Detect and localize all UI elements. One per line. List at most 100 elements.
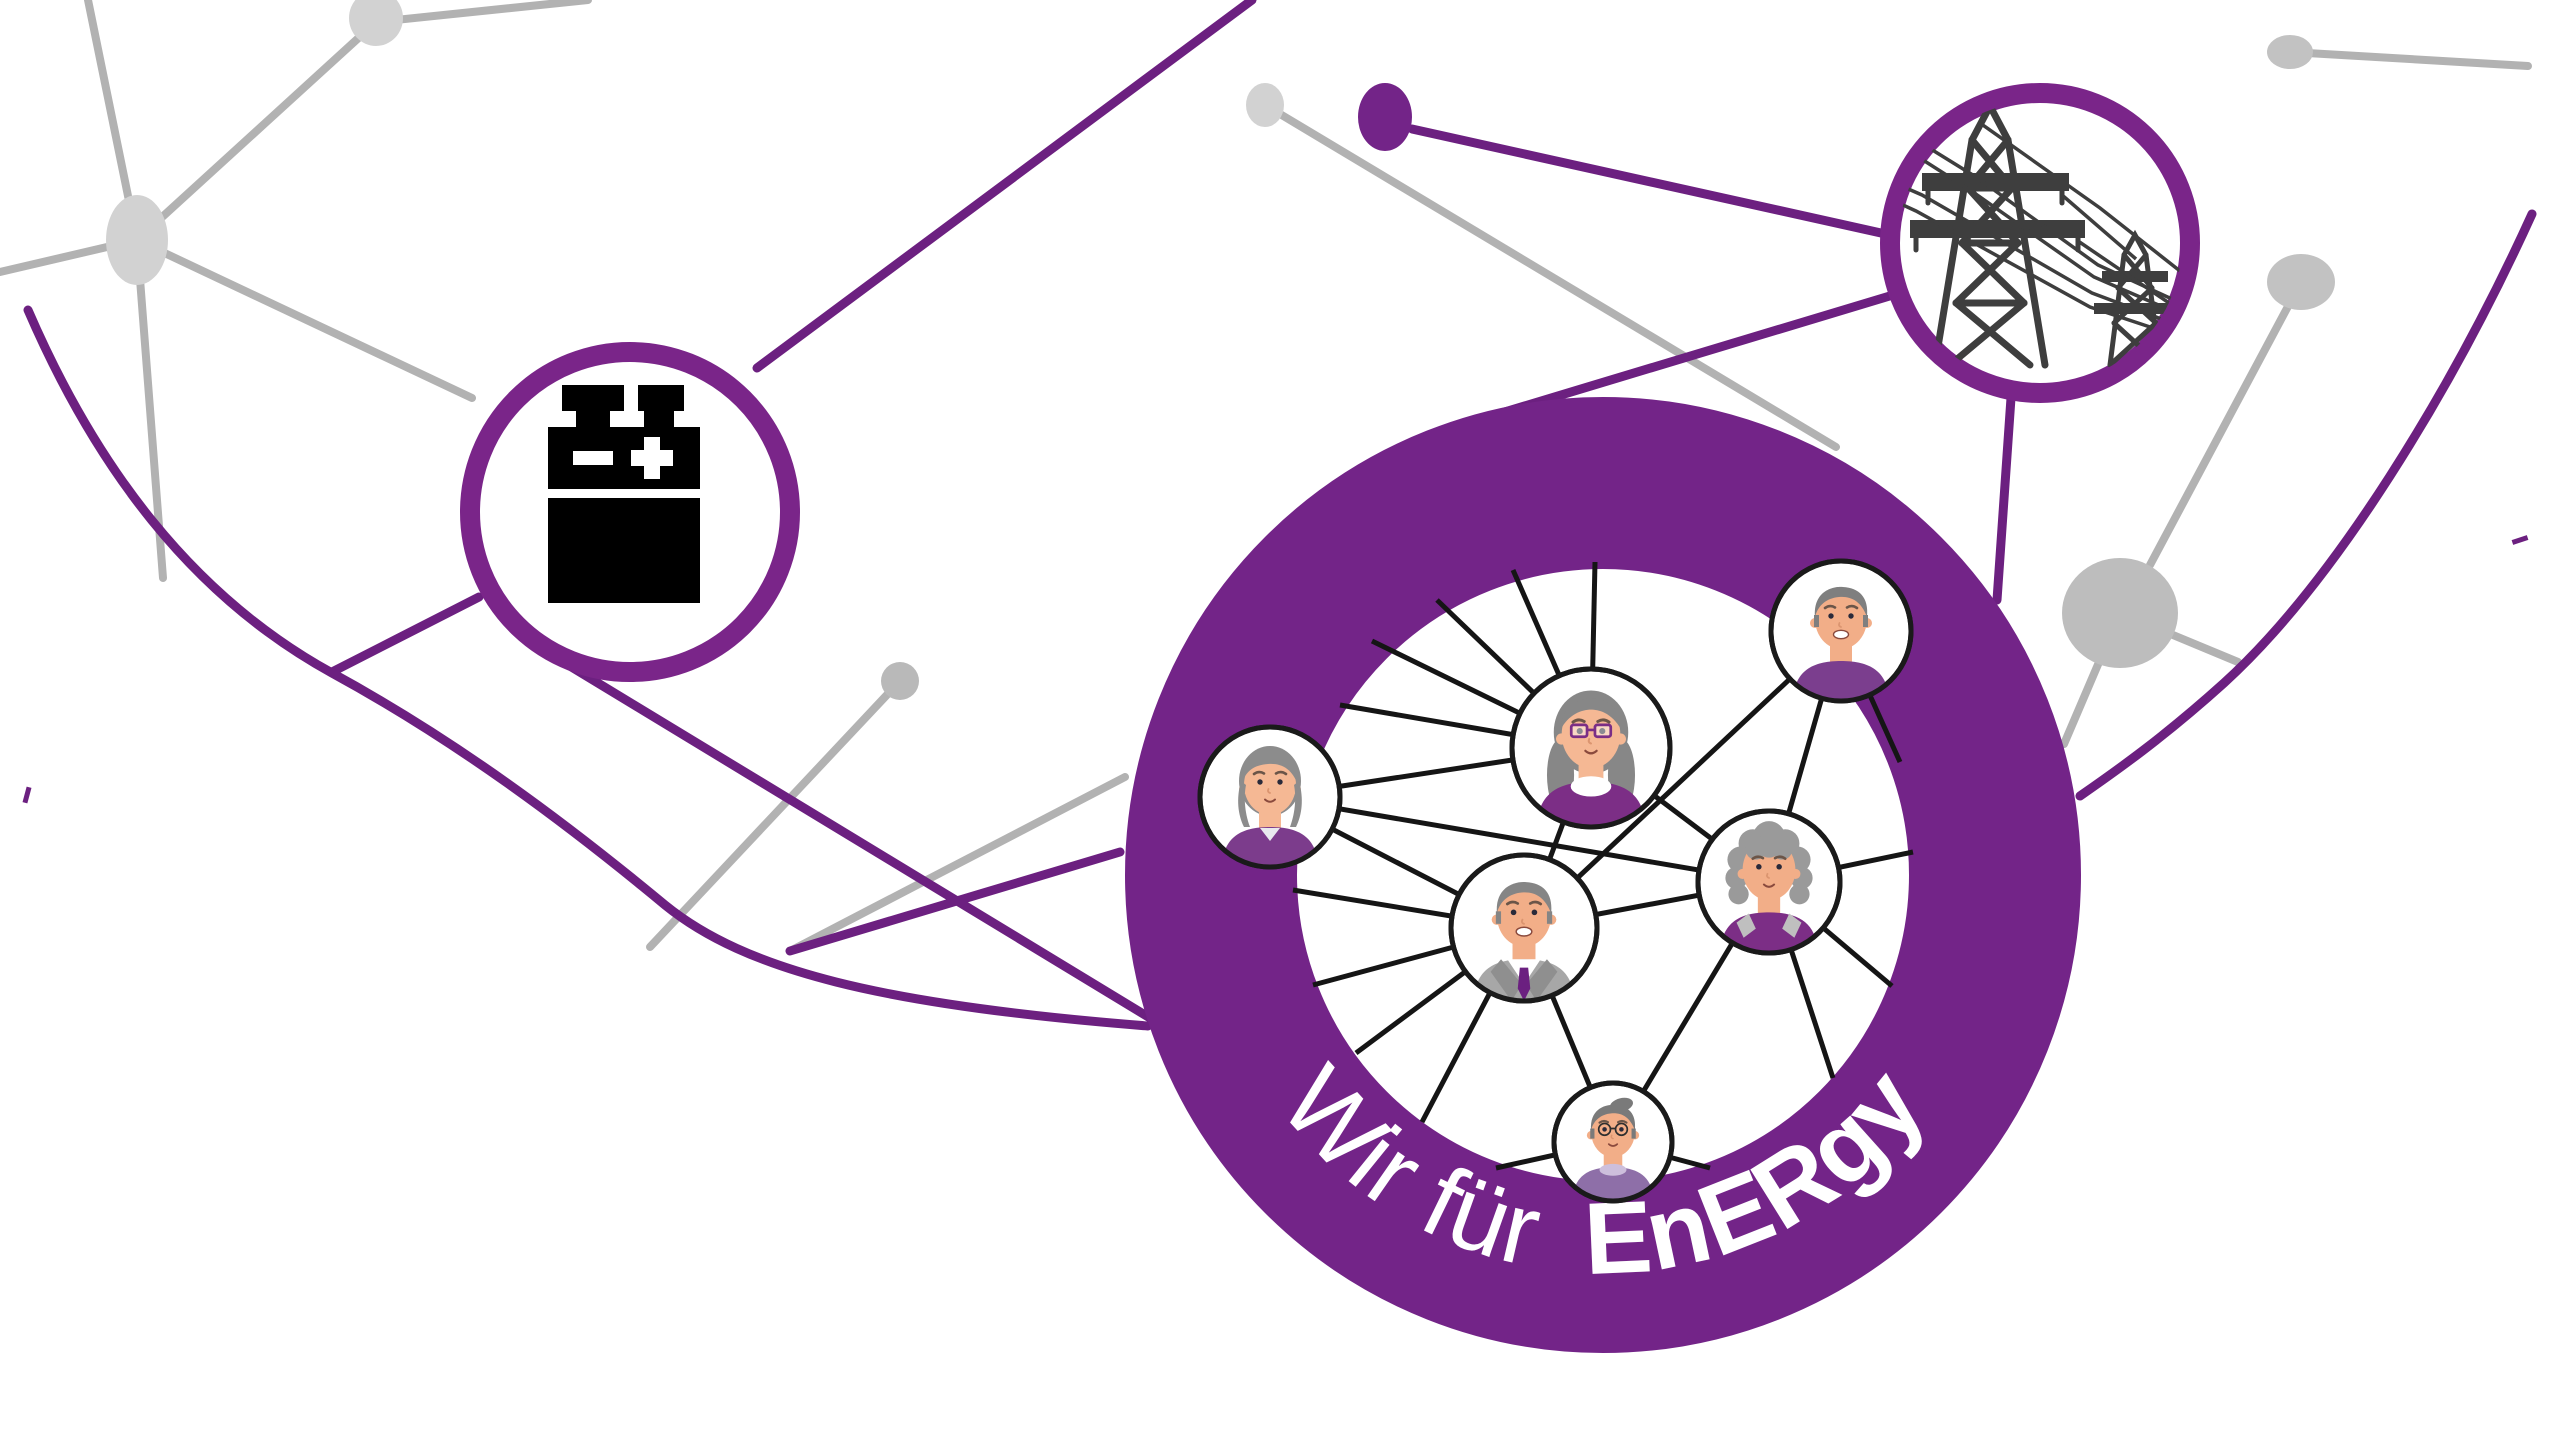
battery-icon bbox=[548, 385, 700, 603]
face-features bbox=[1597, 1119, 1629, 1147]
stray-tick bbox=[2511, 535, 2529, 545]
eye bbox=[1599, 728, 1606, 735]
battery-plus bbox=[631, 450, 673, 466]
network-edge-purple bbox=[1473, 290, 1898, 425]
smile bbox=[1607, 1143, 1619, 1147]
ring-band bbox=[1125, 397, 2081, 1353]
tower-strut bbox=[1952, 239, 2022, 307]
network-node bbox=[106, 195, 168, 285]
network-node bbox=[2267, 254, 2335, 310]
eye bbox=[1576, 728, 1583, 735]
torso bbox=[1222, 827, 1318, 865]
network-edge-gray bbox=[1261, 101, 1840, 451]
avatar-outline bbox=[1768, 558, 1914, 704]
face-features bbox=[1823, 604, 1859, 640]
smile-open bbox=[1832, 629, 1850, 640]
network-edge-gray bbox=[646, 677, 904, 951]
background-network bbox=[0, 0, 2537, 1031]
tower-strut bbox=[1946, 299, 2028, 369]
network-edge-gray bbox=[133, 18, 380, 244]
battery-part bbox=[548, 498, 700, 603]
tower-crossarm bbox=[1922, 173, 2069, 191]
avatar-man-glasses bbox=[1551, 1080, 1675, 1204]
torso bbox=[1793, 661, 1889, 699]
nose bbox=[1838, 622, 1842, 628]
face-features bbox=[1751, 855, 1787, 888]
avatar-art bbox=[1473, 881, 1575, 999]
sideburn bbox=[1631, 1128, 1636, 1139]
nose bbox=[1587, 737, 1593, 745]
face-features bbox=[1505, 900, 1543, 937]
glasses-rect bbox=[1569, 723, 1589, 739]
hair-fringe bbox=[1241, 751, 1299, 785]
hair-fringe bbox=[1560, 698, 1622, 730]
network-edge-gray bbox=[133, 236, 476, 402]
network-node bbox=[1246, 83, 1284, 127]
sideburn bbox=[1590, 1128, 1595, 1139]
face bbox=[1561, 700, 1621, 769]
glasses-round bbox=[1597, 1122, 1612, 1137]
eye bbox=[1756, 864, 1762, 870]
smile bbox=[1264, 798, 1276, 803]
network-node bbox=[2062, 558, 2178, 668]
avatar-outline bbox=[1551, 1080, 1675, 1204]
hair-curl bbox=[1745, 839, 1766, 860]
sideburn bbox=[1546, 911, 1553, 924]
glasses-round bbox=[1614, 1122, 1629, 1137]
torso bbox=[1536, 781, 1646, 825]
avatar-woman-bob bbox=[1197, 724, 1343, 870]
face bbox=[1496, 884, 1552, 947]
brow bbox=[1845, 604, 1859, 610]
avatar-man-smile bbox=[1768, 558, 1914, 704]
hair-cap bbox=[1496, 881, 1552, 914]
nose bbox=[1520, 918, 1525, 925]
network-edge-gray bbox=[2146, 278, 2305, 569]
collar-band bbox=[1599, 1163, 1627, 1176]
battery-part bbox=[644, 411, 674, 427]
avatar-outline bbox=[1509, 666, 1673, 830]
tie bbox=[1517, 967, 1531, 999]
avatar-art bbox=[1720, 821, 1818, 951]
strap bbox=[1782, 913, 1802, 938]
network-edge-gray bbox=[2286, 48, 2532, 70]
tower-strut bbox=[2107, 320, 2159, 368]
avatar-outline bbox=[1695, 808, 1843, 956]
avatar-man-suit bbox=[1448, 852, 1600, 1004]
sideburn bbox=[1495, 911, 1502, 924]
avatar-art bbox=[1222, 746, 1318, 865]
network-edge-purple bbox=[1407, 124, 1895, 240]
power-cable bbox=[2077, 239, 2173, 307]
network-edge-purple bbox=[785, 847, 1125, 956]
hair-cap bbox=[1814, 586, 1868, 617]
glasses-rect bbox=[1593, 723, 1613, 739]
tower-strut bbox=[1958, 239, 2028, 307]
brow bbox=[1274, 770, 1288, 776]
battery-part bbox=[562, 385, 624, 411]
brow bbox=[1505, 900, 1520, 906]
network-edge-purple bbox=[327, 592, 484, 677]
avatar-art bbox=[1572, 1097, 1654, 1199]
power-cable bbox=[2060, 193, 2138, 261]
eye bbox=[1848, 613, 1854, 619]
nose bbox=[1610, 1134, 1614, 1140]
brow bbox=[1773, 855, 1787, 860]
battery-part bbox=[576, 411, 610, 427]
avatar-woman-curly bbox=[1695, 808, 1843, 956]
inner-shirt bbox=[1260, 828, 1280, 841]
stray-tick bbox=[22, 786, 32, 804]
eye bbox=[1619, 1127, 1624, 1132]
sideburn bbox=[1863, 615, 1868, 627]
avatar-network bbox=[1197, 558, 1914, 1204]
battery-minus bbox=[573, 451, 613, 465]
power-cable bbox=[1978, 121, 2182, 273]
nose bbox=[1267, 788, 1271, 794]
network-edge-purple bbox=[752, 0, 1257, 373]
brow bbox=[1598, 1119, 1610, 1124]
network-edge-purple bbox=[555, 655, 1155, 1023]
sideburn bbox=[1814, 615, 1819, 627]
network-arc-purple bbox=[2075, 209, 2537, 801]
nose bbox=[1766, 872, 1770, 879]
network-node bbox=[349, 0, 403, 46]
